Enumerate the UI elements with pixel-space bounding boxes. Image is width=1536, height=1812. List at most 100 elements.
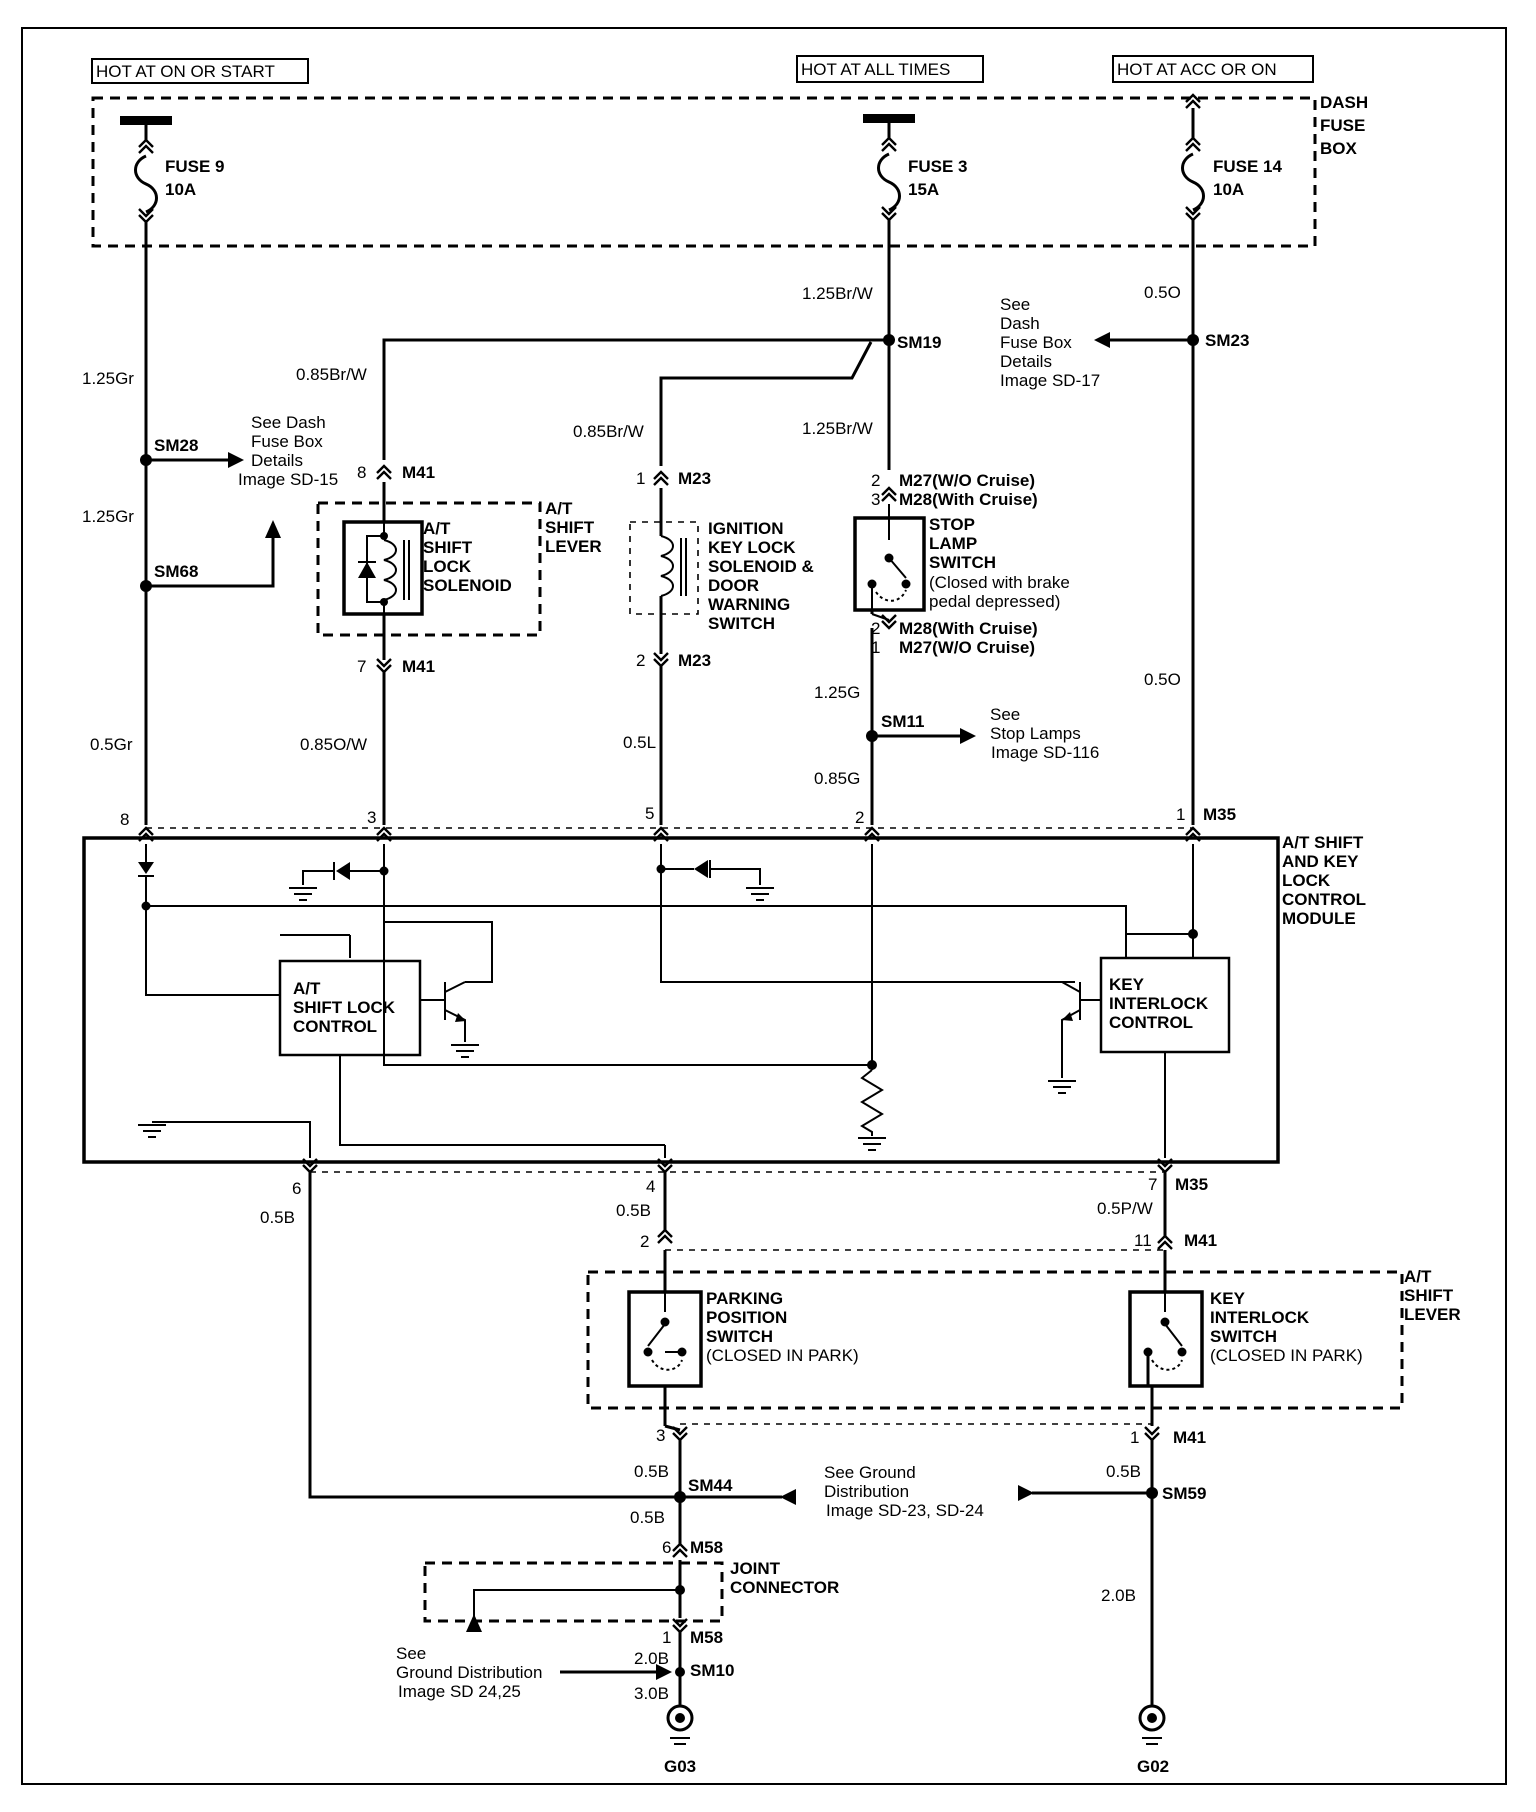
conn-m23-1-name: M23 bbox=[678, 469, 711, 488]
ref-ground-sd23: See Ground Distribution Image SD-23, SD-… bbox=[824, 1463, 984, 1520]
conn-m41-8-pin: 8 bbox=[357, 463, 366, 482]
conn-m27-top-pin: 2 bbox=[871, 471, 880, 490]
wire-label-0-5b-d: 0.5B bbox=[630, 1508, 665, 1527]
m35-top-name: M35 bbox=[1203, 805, 1236, 824]
solenoid-coil-icon bbox=[383, 539, 397, 601]
ignition-key-lock-label: IGNITION KEY LOCK SOLENOID & DOOR WARNIN… bbox=[708, 519, 819, 633]
arrow-sm11 bbox=[960, 728, 976, 744]
ref-stop-lamps: See Stop Lamps Image SD-116 bbox=[990, 705, 1099, 762]
fuse-14-label: FUSE 14 10A bbox=[1213, 157, 1287, 199]
conn-m58-6-pin: 6 bbox=[662, 1538, 671, 1557]
stop-lamp-switch-actuator bbox=[875, 589, 907, 602]
arrow-sm23 bbox=[1094, 332, 1110, 348]
ref-ground-sd24: See Ground Distribution Image SD 24,25 bbox=[396, 1644, 547, 1701]
conn-m23-2-name: M23 bbox=[678, 651, 711, 670]
parking-switch-actuator bbox=[651, 1359, 683, 1371]
m35-pin-2: 2 bbox=[855, 808, 864, 827]
conn-m41-2-pin: 2 bbox=[640, 1232, 649, 1251]
ground-g02-icon bbox=[1138, 1704, 1166, 1732]
shift-lever-top-outline bbox=[316, 501, 542, 637]
diode-icon bbox=[358, 562, 376, 578]
dash-fuse-box-label: DASH FUSE BOX bbox=[1320, 93, 1373, 158]
conn-m41-11-name: M41 bbox=[1184, 1231, 1217, 1250]
joint-connector-label: JOINT CONNECTOR bbox=[730, 1559, 839, 1597]
wire-label-0-85br-w: 0.85Br/W bbox=[296, 365, 367, 384]
wire-label-0-5b-a: 0.5B bbox=[260, 1208, 295, 1227]
conn-m58-6-name: M58 bbox=[690, 1538, 723, 1557]
arrow-sm59 bbox=[1018, 1485, 1034, 1501]
conn-m58-1-pin: 1 bbox=[662, 1628, 671, 1647]
wire-label-0-85g: 0.85G bbox=[814, 769, 860, 788]
module-diode-3 bbox=[694, 860, 708, 878]
conn-m23-2-pin: 2 bbox=[636, 651, 645, 670]
wire-label-2-0b-a: 2.0B bbox=[1101, 1586, 1136, 1605]
source-hot-on-start: HOT AT ON OR START bbox=[96, 62, 275, 81]
module-diode-1 bbox=[138, 862, 154, 874]
splice-sm44: SM44 bbox=[688, 1476, 733, 1495]
shift-lock-solenoid-label: A/T SHIFT LOCK SOLENOID bbox=[423, 519, 512, 595]
fuse-9-label: FUSE 9 10A bbox=[165, 157, 229, 199]
parking-position-switch-label: PARKING POSITION SWITCH (CLOSED IN PARK) bbox=[706, 1289, 859, 1365]
conn-m28-top-name: M28(With Cruise) bbox=[899, 490, 1038, 509]
conn-m58-1-name: M58 bbox=[690, 1628, 723, 1647]
arrow-sm68 bbox=[265, 520, 281, 538]
conn-m23-1-pin: 1 bbox=[636, 469, 645, 488]
resistor-icon bbox=[860, 1069, 884, 1136]
ignition-coil-icon bbox=[660, 535, 674, 597]
splice-sm68: SM68 bbox=[154, 562, 198, 581]
wire-label-1-25br-w-a: 1.25Br/W bbox=[802, 284, 873, 303]
ground-g03-label: G03 bbox=[664, 1757, 696, 1776]
splice-sm10: SM10 bbox=[690, 1661, 734, 1680]
ground-g02-label: G02 bbox=[1137, 1757, 1169, 1776]
wire-label-1-25gr-b: 1.25Gr bbox=[82, 507, 134, 526]
splice-sm11: SM11 bbox=[881, 712, 924, 731]
m35-pin-8: 8 bbox=[120, 810, 129, 829]
key-interlock-switch-label: KEY INTERLOCK SWITCH (CLOSED IN PARK) bbox=[1210, 1289, 1363, 1365]
wire-label-1-25gr-a: 1.25Gr bbox=[82, 369, 134, 388]
conn-m27-top-name: M27(W/O Cruise) bbox=[899, 471, 1035, 490]
fuse-3-label: FUSE 3 15A bbox=[908, 157, 972, 199]
shift-lock-control-label: A/T SHIFT LOCK CONTROL bbox=[293, 979, 400, 1036]
conn-m27-bot-name: M27(W/O Cruise) bbox=[899, 638, 1035, 657]
m35-pin-1: 1 bbox=[1176, 805, 1185, 824]
conn-m41-8-name: M41 bbox=[402, 463, 435, 482]
m35-pin-4: 4 bbox=[646, 1177, 655, 1196]
wire-label-0-5o-b: 0.5O bbox=[1144, 670, 1181, 689]
conn-m41-1-name: M41 bbox=[1173, 1428, 1206, 1447]
m35-pin-6: 6 bbox=[292, 1179, 301, 1198]
dash-fuse-box-outline bbox=[91, 96, 1317, 248]
wire-label-0-5p-w: 0.5P/W bbox=[1097, 1199, 1153, 1218]
control-module-label: A/T SHIFT AND KEY LOCK CONTROL MODULE bbox=[1282, 833, 1370, 928]
transistor-1-icon bbox=[455, 1013, 466, 1022]
conn-m41-3-pin: 3 bbox=[656, 1426, 665, 1445]
fuse-14-icon bbox=[1181, 152, 1205, 212]
stop-lamp-switch-label: STOP LAMP SWITCH bbox=[929, 515, 996, 572]
arrow-sm44 bbox=[780, 1489, 796, 1505]
shift-lock-control-box bbox=[278, 959, 422, 1057]
fuse-9-icon bbox=[134, 154, 158, 214]
control-module-box bbox=[82, 836, 1280, 1164]
conn-m28-top-pin: 3 bbox=[871, 490, 880, 509]
arrow-sm28 bbox=[228, 452, 244, 468]
wire-label-0-5o-a: 0.5O bbox=[1144, 283, 1181, 302]
splice-sm19: SM19 bbox=[897, 333, 941, 352]
wire-label-2-0b-b: 2.0B bbox=[634, 1649, 669, 1668]
splice-sm23: SM23 bbox=[1205, 331, 1249, 350]
conn-m28-bot-pin: 2 bbox=[871, 619, 880, 638]
stop-lamp-switch-note: (Closed with brake pedal depressed) bbox=[929, 573, 1075, 611]
module-diode-2 bbox=[336, 862, 350, 880]
arrow-sm10 bbox=[656, 1664, 672, 1680]
shift-lever-bottom-label: A/T SHIFT LEVER bbox=[1404, 1267, 1461, 1324]
conn-m28-bot-name: M28(With Cruise) bbox=[899, 619, 1038, 638]
source-hot-acc-on: HOT AT ACC OR ON bbox=[1117, 60, 1277, 79]
m35-pin-5: 5 bbox=[645, 804, 654, 823]
source-hot-all-times: HOT AT ALL TIMES bbox=[801, 60, 950, 79]
wire-label-0-5b-c: 0.5B bbox=[634, 1462, 669, 1481]
wire-label-1-25br-w-b: 1.25Br/W bbox=[802, 419, 873, 438]
wire-label-1-25g: 1.25G bbox=[814, 683, 860, 702]
ground-g03-icon bbox=[666, 1704, 694, 1732]
ignition-key-lock-outline bbox=[629, 521, 699, 615]
m35-bottom-name: M35 bbox=[1175, 1175, 1208, 1194]
key-interlock-control-label: KEY INTERLOCK CONTROL bbox=[1109, 975, 1213, 1032]
wire-label-0-5b-e: 0.5B bbox=[1106, 1462, 1141, 1481]
